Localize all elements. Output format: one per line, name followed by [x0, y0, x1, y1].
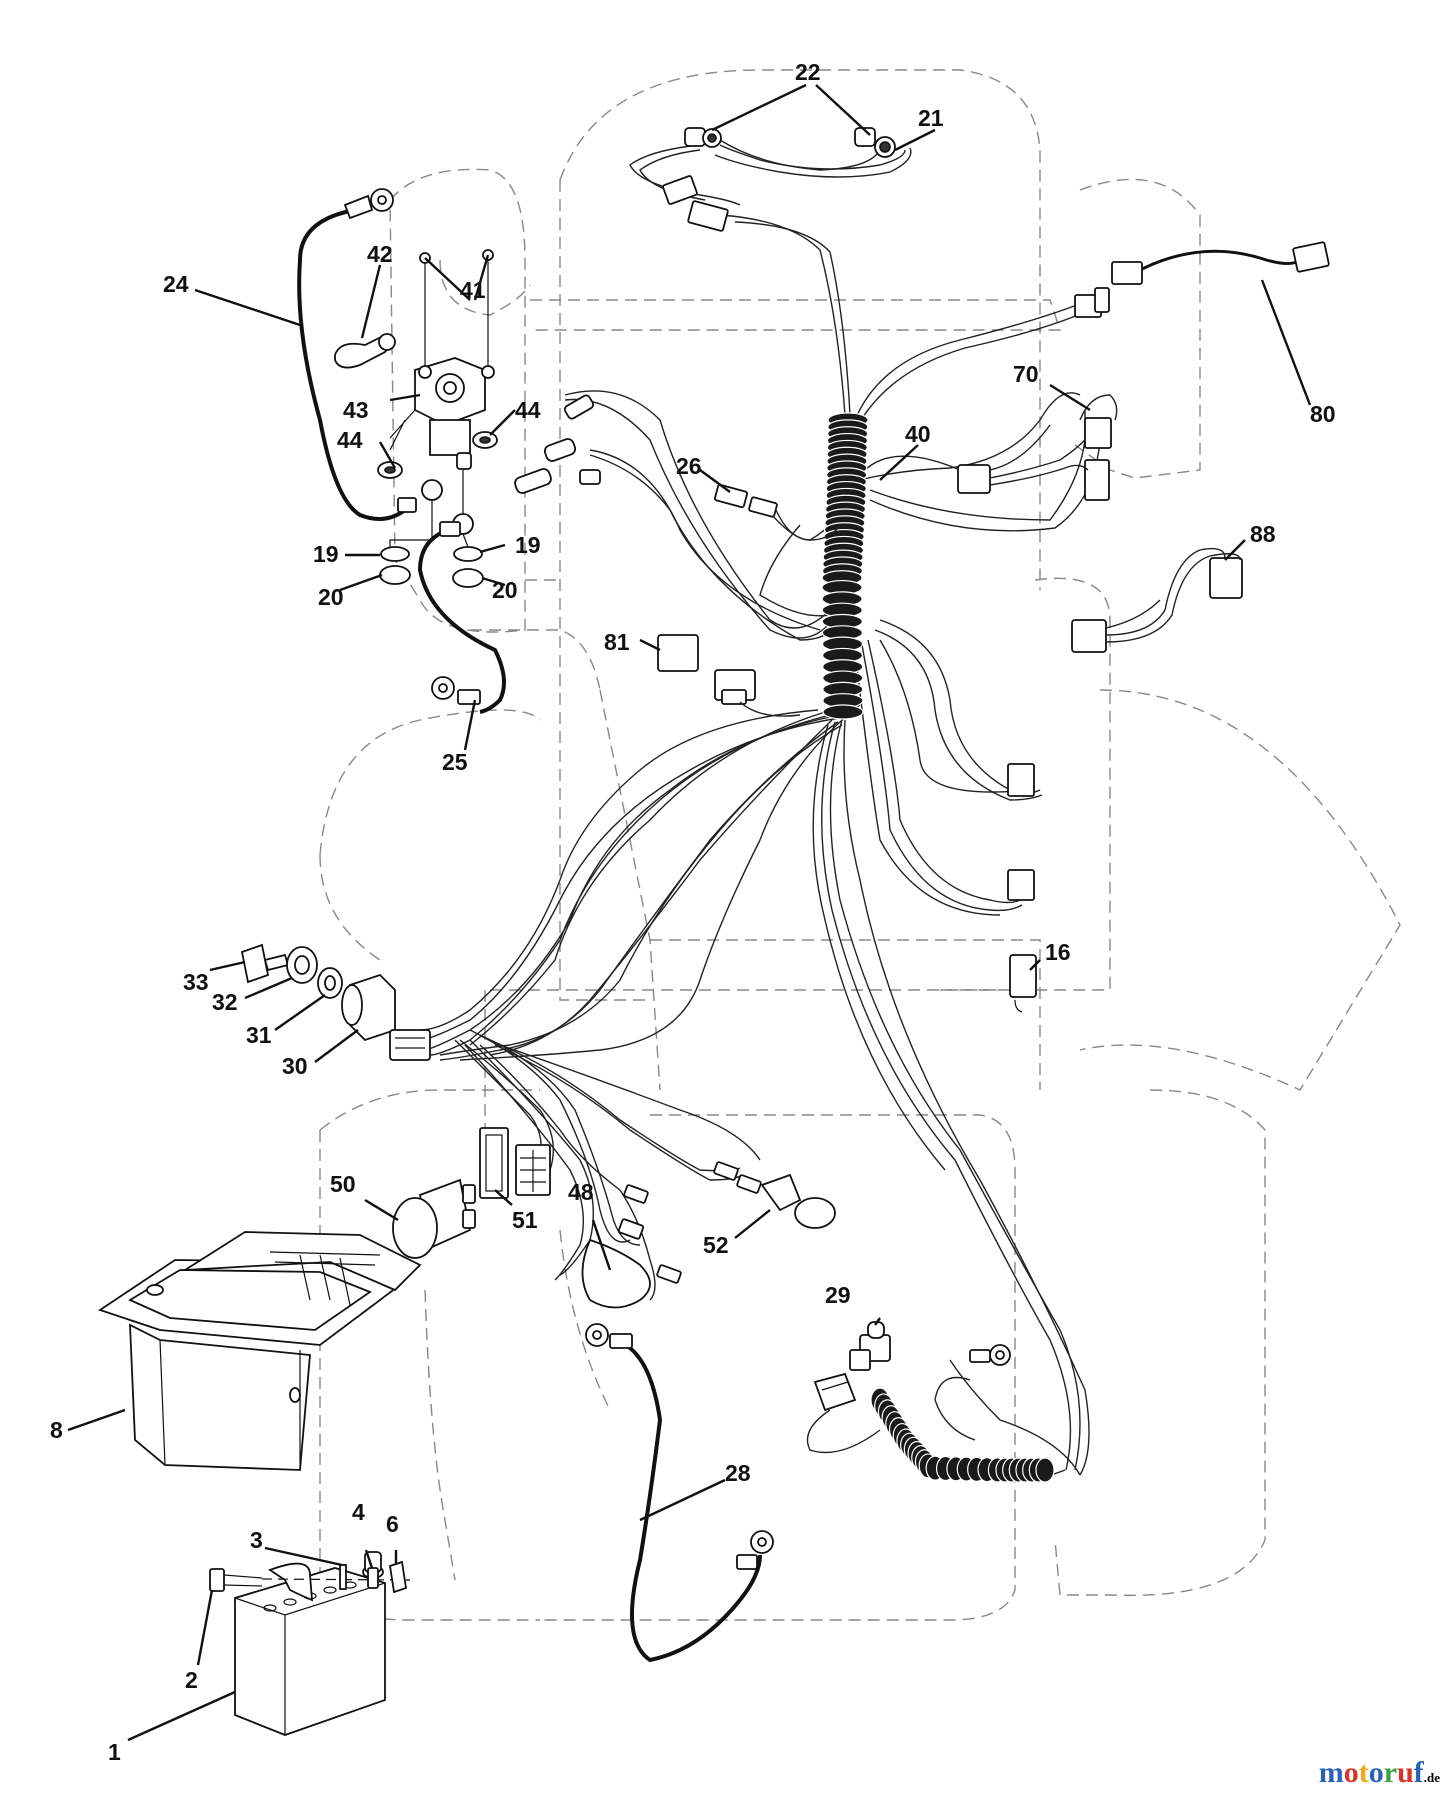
motoruf-watermark: motoruf.de	[1319, 1756, 1440, 1790]
callout-29: 29	[825, 1282, 851, 1308]
callout-30: 30	[282, 1053, 308, 1079]
callout-19-right: 19	[515, 532, 541, 558]
harness-coil-40	[821, 412, 869, 720]
callout-31: 31	[246, 1022, 272, 1048]
callout-8: 8	[50, 1417, 63, 1443]
connectors-70	[957, 394, 1118, 501]
callout-26: 26	[676, 453, 702, 479]
pto-switch	[392, 1127, 551, 1259]
callout-33: 33	[183, 969, 209, 995]
callout-50: 50	[330, 1171, 356, 1197]
callout-44-right: 44	[515, 397, 541, 423]
callout-labels: 22 21 24 42 41 43 44 44 19 19 20 20 25 2…	[50, 59, 1336, 1765]
connector-16-mating	[1007, 763, 1037, 1013]
callout-32: 32	[212, 989, 238, 1015]
callout-48: 48	[568, 1179, 594, 1205]
battery-cable-25	[417, 521, 506, 714]
callout-25: 25	[442, 749, 468, 775]
callout-19-left: 19	[313, 541, 339, 567]
callout-3: 3	[250, 1527, 263, 1553]
jumper-wire-80	[1074, 241, 1330, 318]
coil-ring	[1035, 1457, 1055, 1483]
fuse-26	[713, 483, 841, 541]
callout-43: 43	[343, 397, 369, 423]
callout-44-left: 44	[337, 427, 363, 453]
ground-cable-24	[297, 188, 417, 521]
callout-24: 24	[163, 271, 189, 297]
watermark-letter: m	[1318, 1756, 1344, 1789]
starter-solenoid	[334, 249, 601, 588]
relay-81	[657, 634, 801, 717]
callout-40: 40	[905, 421, 931, 447]
watermark-letters: motoruf	[1319, 1756, 1424, 1789]
callout-20-left: 20	[318, 584, 344, 610]
callout-80: 80	[1310, 401, 1336, 427]
callout-16: 16	[1045, 939, 1071, 965]
ignition-switch-assembly	[240, 943, 431, 1061]
watermark-letter: f	[1413, 1756, 1424, 1789]
callout-52: 52	[703, 1232, 729, 1258]
battery-box-8	[97, 1231, 422, 1471]
callout-81: 81	[604, 629, 630, 655]
watermark-letter: t	[1358, 1756, 1369, 1789]
battery-and-hardware	[209, 1551, 411, 1736]
lamp-sockets	[629, 127, 912, 232]
watermark-letter: o	[1368, 1756, 1384, 1789]
callout-20-right: 20	[492, 577, 518, 603]
watermark-suffix: .de	[1423, 1770, 1440, 1785]
watermark-letter: u	[1397, 1756, 1414, 1789]
callout-1: 1	[108, 1739, 121, 1765]
connectors-88	[1071, 547, 1243, 653]
coil-ring	[822, 704, 864, 720]
callout-2: 2	[185, 1667, 198, 1693]
callout-22: 22	[795, 59, 821, 85]
callout-leaders	[67, 83, 1312, 1742]
watermark-letter: r	[1383, 1756, 1398, 1789]
callout-42: 42	[367, 241, 393, 267]
callout-21: 21	[918, 105, 944, 131]
callout-70: 70	[1013, 361, 1039, 387]
battery-cable-28	[585, 1323, 774, 1663]
callout-6: 6	[386, 1511, 399, 1537]
seat-switch-29	[806, 1321, 1081, 1481]
bulbs	[581, 1161, 836, 1309]
callout-4: 4	[352, 1499, 365, 1525]
callout-88: 88	[1250, 521, 1276, 547]
callout-28: 28	[725, 1460, 751, 1486]
watermark-letter: o	[1343, 1756, 1359, 1789]
callout-41: 41	[460, 277, 486, 303]
harness-coil-29	[870, 1387, 1055, 1483]
tractor-outline	[319, 69, 1401, 1621]
callout-51: 51	[512, 1207, 538, 1233]
